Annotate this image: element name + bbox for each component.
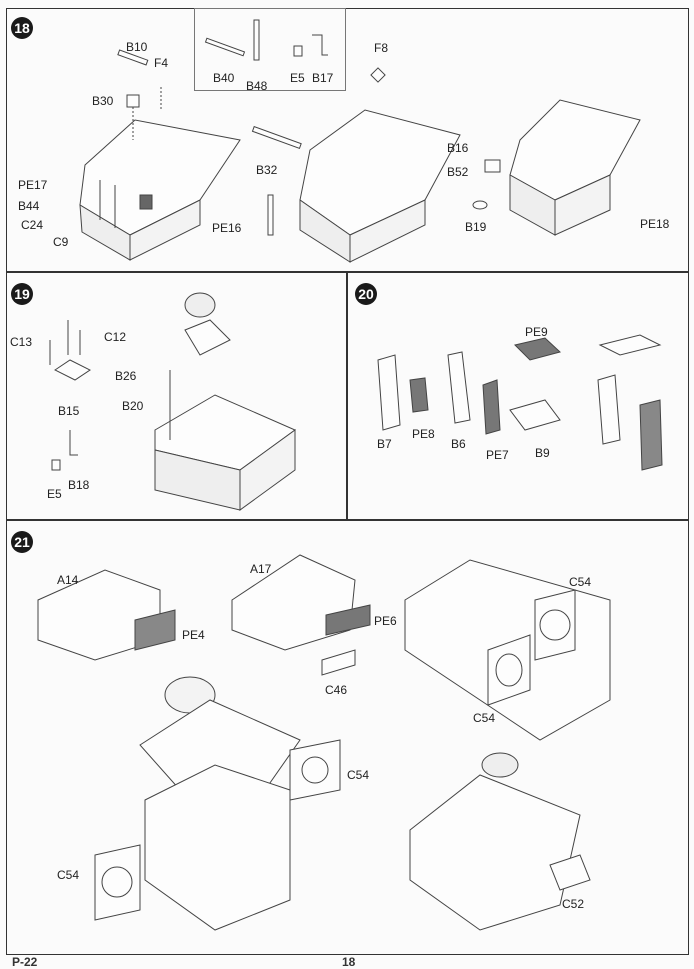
part-label: B52 [447, 165, 469, 179]
part-label: C54 [347, 768, 370, 782]
part-label: PE16 [212, 221, 242, 235]
part-label: PE6 [374, 614, 397, 628]
part-label: B17 [312, 71, 334, 85]
step-18-inset-box [194, 8, 346, 91]
part-label: B44 [18, 199, 40, 213]
part-label: C52 [562, 897, 585, 911]
part-label: B15 [58, 404, 80, 418]
part-label: B10 [126, 40, 148, 54]
part-label: B48 [246, 79, 268, 93]
part-label: B7 [377, 437, 392, 451]
step-18-model-1 [79, 49, 241, 261]
step-20-panel [346, 271, 689, 521]
part-label: C46 [325, 683, 348, 697]
step-19-panel [6, 271, 348, 521]
part-label: A17 [250, 562, 272, 576]
part-label: B20 [122, 399, 144, 413]
part-label: F4 [154, 56, 169, 70]
part-label: B18 [68, 478, 90, 492]
part-label: B16 [447, 141, 469, 155]
step-18-model-3 [472, 99, 641, 236]
part-label: C54 [57, 868, 80, 882]
part-label: B32 [256, 163, 278, 177]
step-number-20: 20 [355, 283, 377, 305]
step-20-parts [377, 334, 663, 471]
part-label: B6 [451, 437, 466, 451]
part-label: B26 [115, 369, 137, 383]
step-19-parts [49, 292, 296, 511]
part-label: E5 [47, 487, 62, 501]
step-21-panel [6, 519, 689, 955]
step-21-top-row [37, 554, 611, 741]
part-label: PE8 [412, 427, 435, 441]
part-label: PE4 [182, 628, 205, 642]
step-21-bottom-row [94, 676, 591, 931]
part-label: F8 [374, 41, 389, 55]
part-label: PE17 [18, 178, 48, 192]
part-label: C13 [10, 335, 33, 349]
part-label: C54 [569, 575, 592, 589]
page-number: 18 [342, 955, 356, 969]
step-number-19: 19 [11, 283, 33, 305]
page-code: P-22 [12, 955, 38, 969]
part-label: A14 [57, 573, 79, 587]
step-number-18: 18 [11, 17, 33, 39]
part-label: PE7 [486, 448, 509, 462]
part-label: B19 [465, 220, 487, 234]
step-18-inset-parts [204, 19, 328, 61]
part-label: C9 [53, 235, 69, 249]
part-label: B30 [92, 94, 114, 108]
part-label: PE18 [640, 217, 670, 231]
part-label: C54 [473, 711, 496, 725]
step-number-21: 21 [11, 531, 33, 553]
part-label: C12 [104, 330, 127, 344]
part-label: E5 [290, 71, 305, 85]
part-label: B40 [213, 71, 235, 85]
part-label: C24 [21, 218, 44, 232]
step-18-model-2 [251, 67, 461, 263]
part-label: B9 [535, 446, 550, 460]
part-label: PE9 [525, 325, 548, 339]
